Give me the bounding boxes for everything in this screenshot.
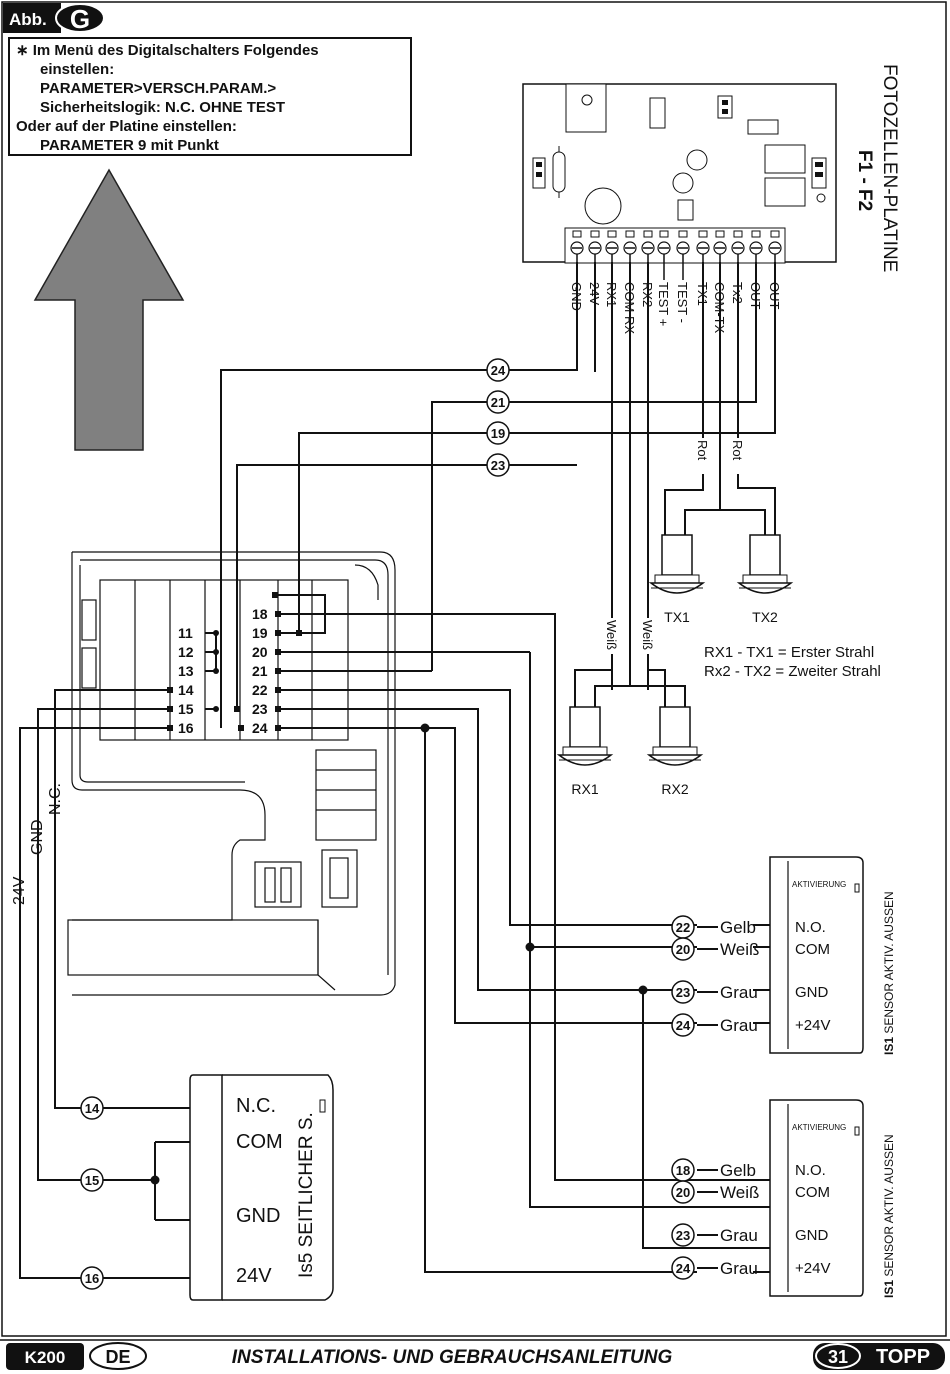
board-subtitle: F1 - F2 bbox=[854, 150, 875, 211]
svg-text:Grau: Grau bbox=[720, 983, 758, 1002]
note-line-3: PARAMETER>VERSCH.PARAM.> bbox=[40, 80, 277, 97]
photocell-rx2: RX2 bbox=[646, 706, 704, 797]
svg-text:AKTIVIERUNG: AKTIVIERUNG bbox=[792, 880, 846, 889]
photocell-tx1: TX1 bbox=[648, 534, 706, 625]
svg-text:COM: COM bbox=[795, 1184, 830, 1201]
svg-text:RX1: RX1 bbox=[571, 781, 598, 797]
svg-text:N.O.: N.O. bbox=[795, 1162, 826, 1179]
svg-text:Weiß: Weiß bbox=[720, 1183, 759, 1202]
svg-text:Gelb: Gelb bbox=[720, 918, 756, 937]
sensor-is1-top: AKTIVIERUNG Gelb N.O. Weiß COM Grau GND Grau +24… bbox=[697, 856, 896, 1055]
controller-terminal-right: 22 bbox=[252, 682, 268, 698]
label-weiss-1: Weiß bbox=[604, 620, 619, 650]
legend-beam2: Rx2 - TX2 = Zweiter Strahl bbox=[704, 663, 881, 680]
settings-note: ∗ Im Menü des Digitalschalters Folgendes… bbox=[8, 37, 412, 156]
svg-text:TX2: TX2 bbox=[752, 609, 778, 625]
photocell-rx1: RX1 bbox=[556, 706, 614, 797]
figure-tag-text: Abb. bbox=[9, 10, 47, 29]
svg-text:COM: COM bbox=[795, 941, 830, 958]
controller-terminal-right: 24 bbox=[252, 720, 268, 736]
footer-page: 31 bbox=[828, 1347, 848, 1367]
sensor-is1-bottom: AKTIVIERUNG Gelb N.O. Weiß COM Grau GND Grau +24… bbox=[697, 1099, 896, 1298]
sensor-is1-top-wire-24: 24 bbox=[676, 1018, 691, 1033]
sensor-is1-top-wire-20: 20 bbox=[676, 942, 690, 957]
svg-text:+24V: +24V bbox=[795, 1260, 830, 1277]
controller-terminal-left: 14 bbox=[178, 682, 194, 698]
note-line-5: Oder auf der Platine einstellen: bbox=[16, 118, 237, 135]
wire-number-24: 24 bbox=[491, 363, 506, 378]
svg-text:Grau: Grau bbox=[720, 1259, 758, 1278]
side-sensor-title: Is5 SEITLICHER S. bbox=[296, 1112, 317, 1278]
note-line-4: Sicherheitslogik: N.C. OHNE TEST bbox=[40, 99, 286, 116]
controller-terminal-left: 16 bbox=[178, 720, 194, 736]
label-weiss-2: Weiß bbox=[640, 620, 655, 650]
controller-terminal-right: 21 bbox=[252, 663, 268, 679]
wire-number-23: 23 bbox=[491, 458, 505, 473]
side-sensor-gnd: GND bbox=[236, 1205, 280, 1227]
photocell-tx2: TX2 bbox=[736, 534, 794, 625]
sensor-is1-top-wire-23: 23 bbox=[676, 985, 690, 1000]
svg-text:AKTIVIERUNG: AKTIVIERUNG bbox=[792, 1123, 846, 1132]
board-title: FOTOZELLEN-PLATINE bbox=[879, 64, 900, 272]
svg-text:GND: GND bbox=[795, 1227, 829, 1244]
side-sensor bbox=[189, 1074, 334, 1301]
legend-beam1: RX1 - TX1 = Erster Strahl bbox=[704, 644, 874, 661]
svg-text:Grau: Grau bbox=[720, 1016, 758, 1035]
controller-terminal-right: 18 bbox=[252, 606, 268, 622]
up-arrow-icon bbox=[33, 168, 185, 451]
controller-housing bbox=[67, 551, 396, 996]
footer: K200 DE INSTALLATIONS- UND GEBRAUCHSANLE… bbox=[0, 1339, 950, 1370]
label-rot-1: Rot bbox=[695, 440, 710, 461]
controller-terminal-right: 20 bbox=[252, 644, 268, 660]
controller-terminal-left: 13 bbox=[178, 663, 194, 679]
sensor-is1-bottom-wire-24: 24 bbox=[676, 1261, 691, 1276]
svg-text:Weiß: Weiß bbox=[720, 940, 759, 959]
svg-text:IS1 SENSOR AKTIV. AUSSEN: IS1 SENSOR AKTIV. AUSSEN bbox=[882, 1134, 896, 1298]
controller-terminal-left: 15 bbox=[178, 701, 194, 717]
svg-text:RX2: RX2 bbox=[661, 781, 688, 797]
label-nc: N.C. bbox=[47, 783, 64, 815]
controller-terminal-right: 19 bbox=[252, 625, 268, 641]
figure-letter: G bbox=[70, 4, 90, 34]
photocell-board bbox=[522, 83, 837, 280]
svg-text:IS1 SENSOR AKTIV. AUSSEN: IS1 SENSOR AKTIV. AUSSEN bbox=[882, 891, 896, 1055]
note-line-6: PARAMETER 9 mit Punkt bbox=[40, 137, 219, 154]
wire-number-21: 21 bbox=[491, 395, 505, 410]
sensor-is1-bottom-wire-23: 23 bbox=[676, 1228, 690, 1243]
svg-text:Grau: Grau bbox=[720, 1226, 758, 1245]
note-line-2: einstellen: bbox=[40, 61, 115, 78]
sensor-is1-bottom-wire-20: 20 bbox=[676, 1185, 690, 1200]
label-24v: 24V bbox=[11, 876, 28, 905]
side-sensor-nc: N.C. bbox=[236, 1095, 276, 1117]
footer-title: INSTALLATIONS- UND GEBRAUCHSANLEITUNG bbox=[232, 1347, 673, 1368]
svg-text:N.O.: N.O. bbox=[795, 919, 826, 936]
sensor-is1-bottom-wire-18: 18 bbox=[676, 1163, 690, 1178]
svg-text:TX1: TX1 bbox=[664, 609, 690, 625]
wire-number-19: 19 bbox=[491, 426, 505, 441]
page-frame bbox=[1, 1, 947, 1337]
sensor-is1-top-wire-22: 22 bbox=[676, 920, 690, 935]
controller-terminal-left: 11 bbox=[178, 625, 193, 641]
wire-number-16: 16 bbox=[85, 1271, 99, 1286]
note-line-1: ∗ Im Menü des Digitalschalters Folgendes bbox=[16, 42, 319, 59]
side-sensor-24v: 24V bbox=[236, 1265, 272, 1287]
controller-terminal-right: 23 bbox=[252, 701, 268, 717]
side-sensor-com: COM bbox=[236, 1131, 283, 1153]
board-terminal-label: TEST - bbox=[675, 282, 690, 323]
footer-model: K200 bbox=[25, 1348, 66, 1367]
svg-text:GND: GND bbox=[795, 984, 829, 1001]
svg-text:Gelb: Gelb bbox=[720, 1161, 756, 1180]
figure-tag: Abb. G bbox=[3, 3, 105, 34]
label-gnd: GND bbox=[29, 819, 46, 855]
board-terminal-label: TEST + bbox=[656, 282, 671, 326]
svg-text:+24V: +24V bbox=[795, 1017, 830, 1034]
footer-brand: TOPP bbox=[876, 1346, 930, 1368]
controller-terminal-left: 12 bbox=[178, 644, 194, 660]
wire-number-14: 14 bbox=[85, 1101, 100, 1116]
footer-lang: DE bbox=[105, 1347, 130, 1367]
label-rot-2: Rot bbox=[730, 440, 745, 461]
wire-number-15: 15 bbox=[85, 1173, 99, 1188]
